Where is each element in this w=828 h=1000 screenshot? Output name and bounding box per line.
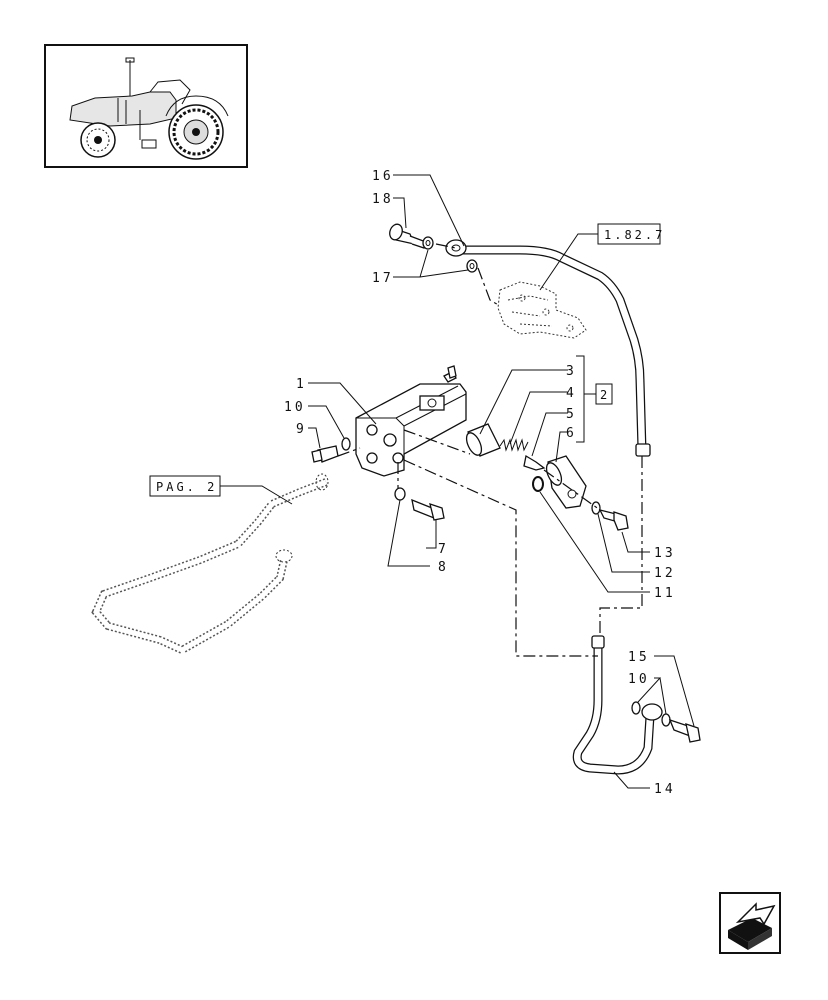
part-label-8: 8 [438,560,449,575]
part-label-5: 5 [566,407,577,422]
part-label-11: 11 [654,586,676,601]
bolt-13 [598,509,629,531]
washer-8 [394,487,406,501]
part-label-15: 15 [628,650,650,665]
ref-label-1827: 1.82.7 [604,228,665,242]
part-label-4: 4 [566,386,577,401]
part-label-16: 16 [372,169,394,184]
bolt-7 [411,498,445,521]
pipe-14 [572,635,663,775]
part-label-3: 3 [566,364,577,379]
part-label-9: 9 [296,422,307,437]
washer-10-right-b [661,713,671,727]
part-label-6: 6 [566,426,577,441]
fitting-9 [311,445,339,463]
dash-line-pipe16 [477,267,501,307]
bolt-15 [668,718,701,743]
next-page-arrow-icon[interactable] [719,892,781,954]
ref-label-2: 2 [600,388,610,402]
washer-17-b [466,259,478,273]
ref-box-pag2[interactable] [149,475,221,497]
ref-box-1827[interactable] [597,223,661,245]
ref-label-pag2: PAG. 2 [156,480,217,494]
ref-box-2[interactable] [595,383,613,405]
part-label-12: 12 [654,566,676,581]
part-label-1: 1 [296,377,307,392]
cap-6 [545,455,587,509]
banjo-bolt-18 [389,223,427,249]
part-label-14: 14 [654,782,676,797]
washer-12 [591,501,601,515]
leader-lines [220,174,695,789]
assembly-lines [337,243,643,657]
tractor-thumbnail-icon[interactable] [44,44,248,168]
part-label-10-right: 10 [628,672,650,687]
piston-3 [465,423,501,457]
pipe-16 [445,239,651,457]
washer-10-right-a [631,701,641,715]
part-label-13: 13 [654,546,676,561]
valve-block-1 [355,365,467,477]
part-label-7: 7 [438,542,449,557]
part-label-18: 18 [372,192,394,207]
washer-17-a-hole [425,240,431,246]
washer-10-left [341,437,351,451]
pin-5 [523,454,546,471]
oring-11 [532,476,544,492]
part-label-17: 17 [372,271,394,286]
part-label-10-left: 10 [284,400,306,415]
washer-17-a [422,236,434,250]
ghost-pump-assembly [497,281,587,339]
ghost-pipe-pag2 [91,473,329,655]
washer-17-b-hole [469,263,475,269]
spring-4 [499,438,529,452]
